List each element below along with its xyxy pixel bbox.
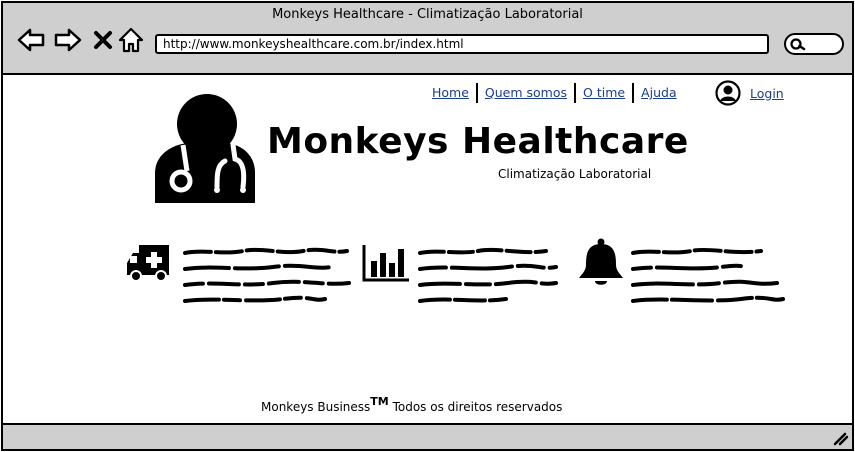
brand-subtitle: Climatização Laboratorial [498, 167, 652, 181]
page-content: Home Quem somos O time Ajuda Login [3, 73, 852, 425]
forward-button[interactable] [53, 25, 83, 55]
trademark-symbol: TM [370, 395, 389, 408]
bell-icon [579, 238, 623, 285]
footer-company: Monkeys Business [261, 400, 371, 414]
footer-text: Monkeys BusinessTM Todos os direitos res… [261, 395, 562, 414]
nav-separator [475, 83, 478, 103]
back-arrow-icon [17, 28, 45, 52]
address-bar[interactable]: http://www.monkeyshealthcare.com.br/inde… [155, 34, 769, 54]
feature-text-placeholder [631, 247, 785, 303]
browser-search-box[interactable] [784, 33, 844, 55]
doctor-icon [155, 94, 255, 203]
brand-title: Monkeys Healthcare [267, 121, 689, 162]
bar-chart-icon [362, 245, 409, 282]
home-icon [118, 27, 144, 53]
top-navigation: Home Quem somos O time Ajuda [425, 83, 684, 103]
feature-text-placeholder [183, 247, 351, 303]
close-x-icon [94, 31, 112, 49]
feature-text-placeholder [418, 247, 558, 303]
window-title: Monkeys Healthcare - Climatização Labora… [272, 7, 583, 22]
login-area: Login [715, 80, 784, 106]
login-link[interactable]: Login [750, 85, 784, 101]
footer-rights: Todos os direitos reservados [392, 400, 563, 414]
nav-link-quem-somos[interactable]: Quem somos [484, 85, 568, 100]
home-button[interactable] [116, 25, 146, 55]
back-button[interactable] [16, 25, 46, 55]
search-icon [790, 38, 806, 51]
ambulance-icon [127, 245, 169, 282]
forward-arrow-icon [54, 28, 82, 52]
nav-link-ajuda[interactable]: Ajuda [641, 85, 677, 100]
nav-link-home[interactable]: Home [432, 85, 469, 100]
nav-separator [632, 83, 635, 103]
nav-link-o-time[interactable]: O time [583, 85, 626, 100]
user-icon [715, 80, 741, 106]
stop-button[interactable] [88, 25, 118, 55]
nav-separator [574, 83, 577, 103]
resize-grip-icon[interactable] [833, 432, 849, 446]
